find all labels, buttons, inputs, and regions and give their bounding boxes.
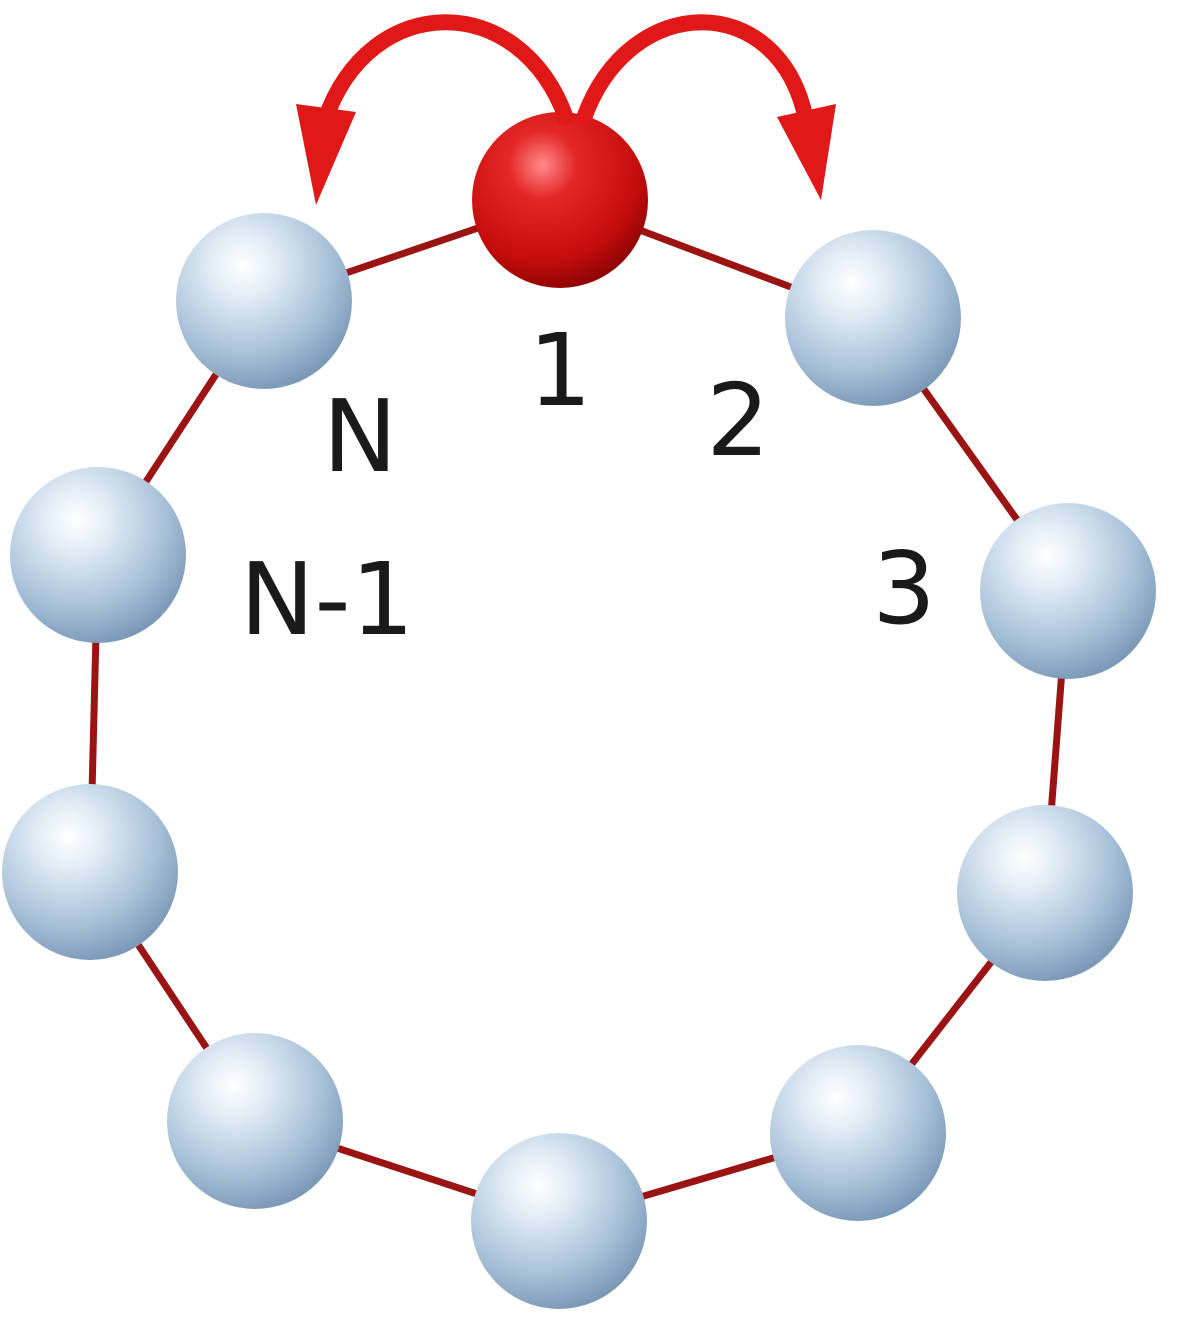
label-site-2: 2 [706, 362, 770, 479]
site-7-sphere [167, 1033, 343, 1209]
site-4-sphere [957, 805, 1133, 981]
site-8-sphere [2, 784, 178, 960]
right-hop-arrow-curve [576, 14, 814, 128]
ground-sites [2, 213, 1156, 1309]
site-2-sphere [785, 230, 961, 406]
left-hop-arrow-curve [317, 14, 574, 128]
label-site-N-minus-1: N-1 [240, 541, 415, 658]
left-hop-arrowhead [296, 104, 356, 205]
site-N-sphere [176, 213, 352, 389]
site-6-sphere [471, 1133, 647, 1309]
site-3-sphere [980, 503, 1156, 679]
site-N-minus-1-sphere [10, 467, 186, 643]
site-5-sphere [770, 1045, 946, 1221]
right-hop-arrowhead [777, 104, 836, 200]
label-site-N: N [323, 378, 398, 495]
site-1-excited-sphere [472, 112, 648, 288]
label-site-1: 1 [528, 312, 592, 429]
hopping-arrows [317, 14, 814, 128]
label-site-3: 3 [872, 530, 936, 647]
